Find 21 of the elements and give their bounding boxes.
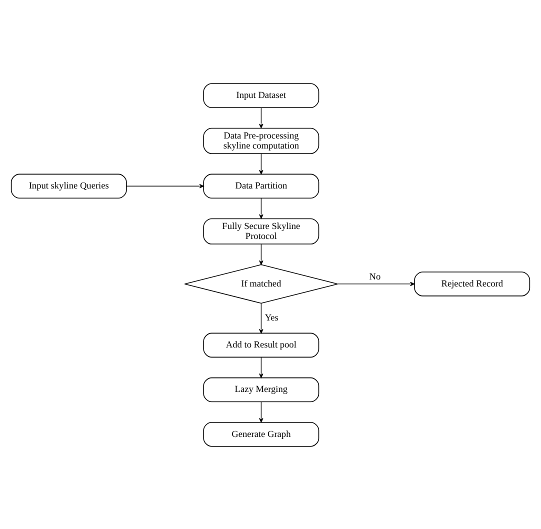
node-box: Rejected Record [414, 271, 530, 296]
node-box: Data Pre-processing skyline computation [203, 127, 320, 154]
node-box: Data Partition [203, 173, 320, 198]
arrow [259, 198, 264, 218]
arrow [259, 243, 264, 264]
node-box: Fully Secure Skyline Protocol [203, 218, 320, 244]
edge-label: Yes [264, 313, 278, 324]
node-diamond: If matched [184, 264, 338, 304]
node-box: Lazy Merging [203, 376, 320, 402]
arrow [259, 107, 264, 128]
arrow [338, 281, 415, 286]
node-box: Generate Graph [203, 421, 320, 446]
node-box: Input skyline Queries [10, 173, 127, 198]
arrow [259, 356, 264, 378]
edge-label: No [369, 272, 381, 282]
arrow [259, 302, 264, 334]
arrow [126, 184, 204, 188]
arrow [259, 400, 264, 422]
node-box: Add to Result pool [203, 332, 320, 358]
arrow [259, 152, 264, 174]
node-box: Input Dataset [203, 82, 320, 108]
